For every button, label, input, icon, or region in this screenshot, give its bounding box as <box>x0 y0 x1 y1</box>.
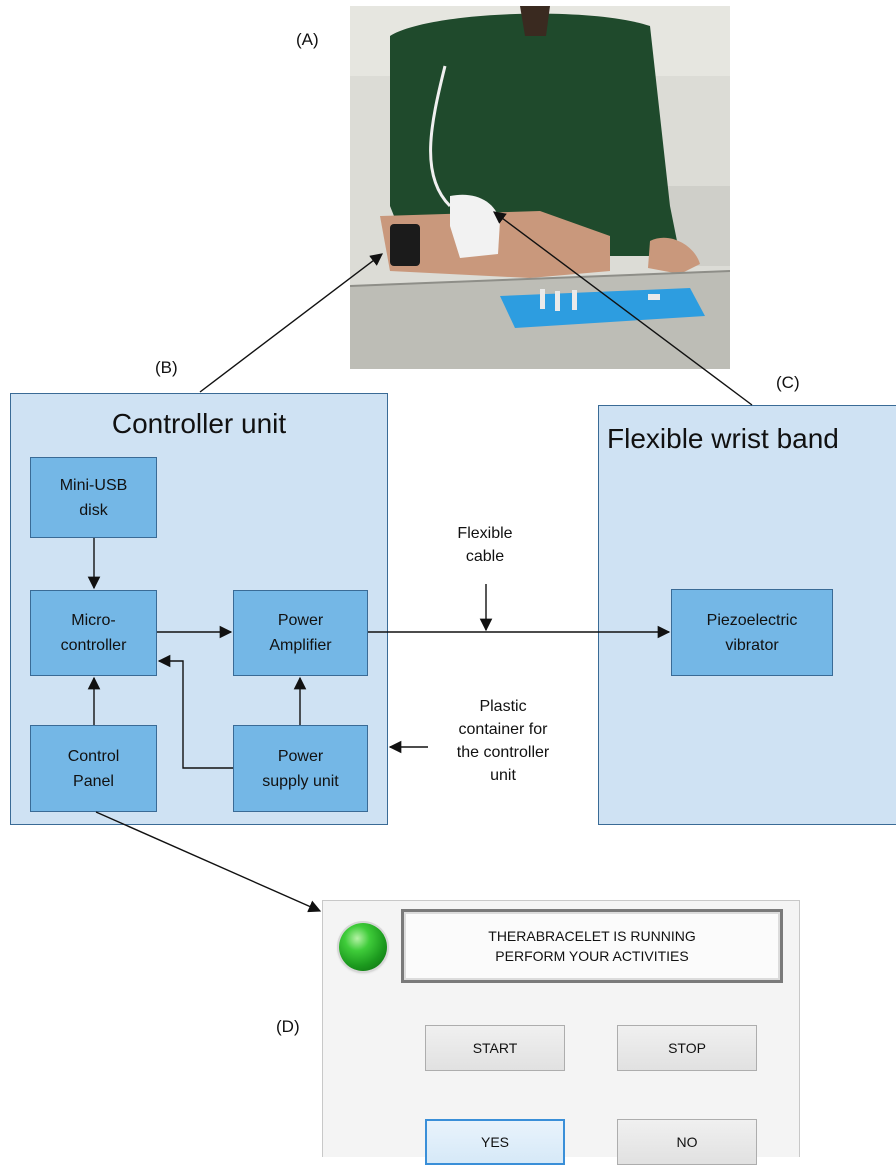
status-display: THERABRACELET IS RUNNING PERFORM YOUR AC… <box>401 909 783 983</box>
no-button[interactable]: NO <box>617 1119 757 1165</box>
yes-button[interactable]: YES <box>425 1119 565 1165</box>
piezoelectric-vibrator-block: Piezoelectric vibrator <box>671 589 833 676</box>
stop-button[interactable]: STOP <box>617 1025 757 1071</box>
plastic-container-note: Plastic container for the controller uni… <box>456 698 550 784</box>
patient-wearing-bracelet-image <box>350 6 730 369</box>
start-button[interactable]: START <box>425 1025 565 1071</box>
patient-photo <box>350 6 730 369</box>
control-panel-block: Control Panel <box>30 725 157 812</box>
panel-label-a: (A) <box>296 30 319 49</box>
status-led-indicator <box>339 923 387 971</box>
power-amplifier-block: Power Amplifier <box>233 590 368 676</box>
status-line-1: THERABRACELET IS RUNNING <box>488 928 696 944</box>
arrow-b-to-controller <box>199 253 384 393</box>
panel-label-c: (C) <box>776 373 800 392</box>
mini-usb-disk-block: Mini-USB disk <box>30 457 157 538</box>
power-supply-unit-block: Power supply unit <box>233 725 368 812</box>
panel-label-d: (D) <box>276 1017 300 1036</box>
controller-unit-title: Controller unit <box>111 408 287 439</box>
arrow-c-to-wristband <box>492 211 753 406</box>
flexible-cable-note: Flexible cable <box>457 525 513 565</box>
microcontroller-block: Micro- controller <box>30 590 157 676</box>
panel-label-b: (B) <box>155 358 178 377</box>
arrow-psu-to-mcu <box>157 654 233 769</box>
wrist-band-title: Flexible wrist band <box>607 423 839 454</box>
arrow-panel-to-ui <box>95 811 322 913</box>
status-line-2: PERFORM YOUR ACTIVITIES <box>495 948 689 964</box>
control-panel-window: THERABRACELET IS RUNNING PERFORM YOUR AC… <box>322 900 800 1165</box>
